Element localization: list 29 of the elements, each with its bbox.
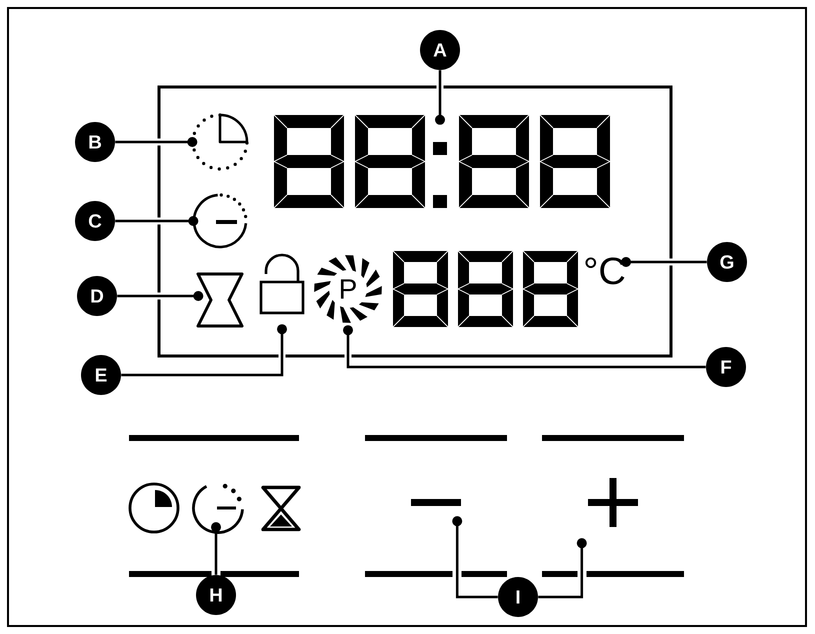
- display-frame: [158, 86, 672, 358]
- dotted-clock-icon: [191, 113, 249, 171]
- unit-label: °C: [585, 257, 624, 284]
- plus-sign: [588, 478, 638, 527]
- leader-line: [117, 291, 204, 301]
- callout-letter: C: [75, 201, 115, 241]
- hourglass-icon: [196, 272, 244, 328]
- callout-letter: I: [498, 576, 538, 617]
- callout-letter: E: [81, 354, 121, 395]
- leader-line: [121, 324, 287, 376]
- lcd-colon: [433, 142, 447, 208]
- leader-line: [115, 137, 198, 147]
- leader-line: [211, 522, 221, 575]
- callout-letter: B: [75, 122, 115, 162]
- leader-line: [435, 70, 445, 125]
- leader-line: [343, 325, 706, 368]
- callout-letter: D: [77, 276, 117, 316]
- leader-line: [452, 516, 498, 598]
- minus-circle-icon: [192, 484, 244, 534]
- callout-letter: A: [420, 30, 460, 70]
- minus-sign: [411, 498, 461, 506]
- callout-letter: G: [707, 242, 747, 282]
- callout-letter: H: [196, 574, 236, 615]
- leader-line: [115, 216, 198, 226]
- callout-letter: F: [706, 347, 746, 387]
- padlock-icon: [260, 254, 304, 314]
- leader-line: [538, 538, 587, 598]
- leader-line: [621, 256, 707, 267]
- minus-circle-icon: [192, 193, 248, 248]
